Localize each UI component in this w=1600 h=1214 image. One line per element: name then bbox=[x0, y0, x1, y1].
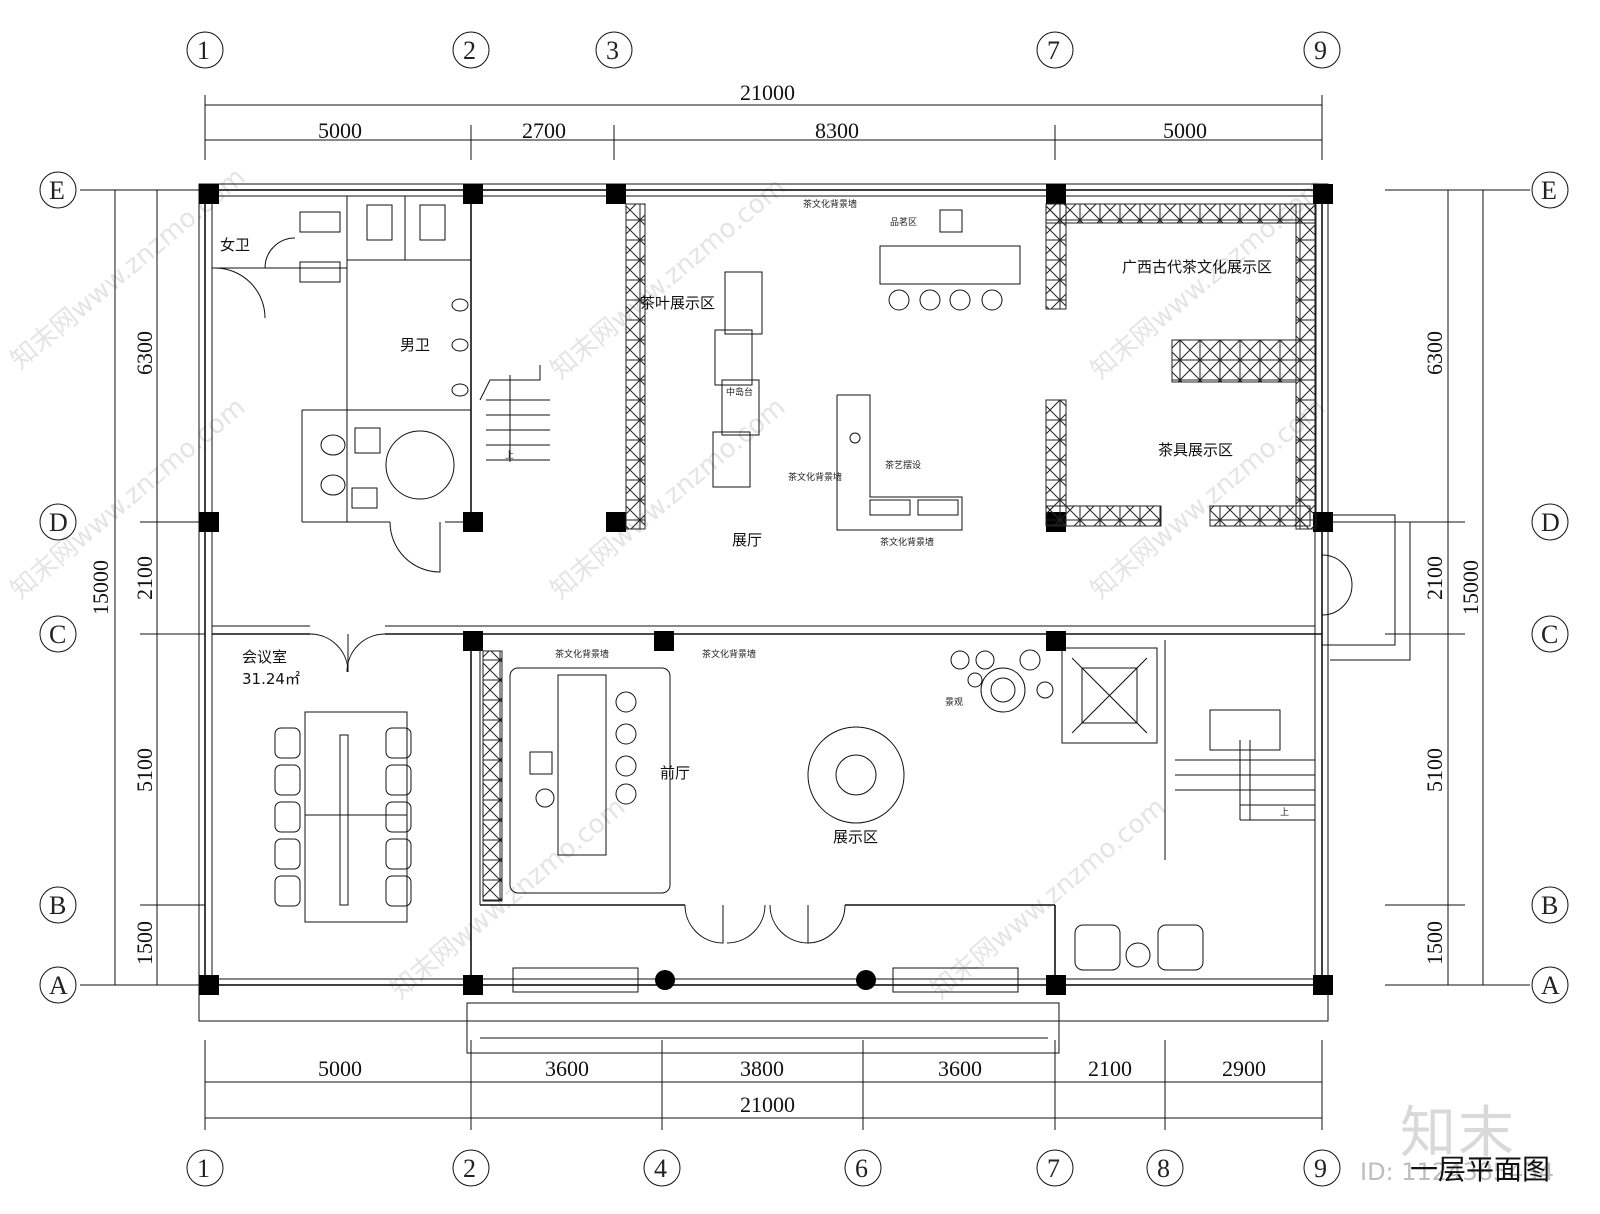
bottom-dim-2: 3600 bbox=[545, 1056, 589, 1081]
room-labels: 女卫 男卫 茶叶展示区 中岛台 茶文化背景墙 品茗区 广西古代茶文化展示区 茶具… bbox=[220, 198, 1289, 846]
top-dim-1: 5000 bbox=[318, 118, 362, 143]
label-tea-wall-front2: 茶文化背景墙 bbox=[702, 648, 756, 660]
label-tea-wall-top: 茶文化背景墙 bbox=[803, 198, 857, 210]
right-dim-4: 1500 bbox=[1422, 921, 1447, 965]
axis-top-3: 3 bbox=[606, 36, 619, 65]
watermark-4: 知末网www.znzmo.com bbox=[5, 392, 251, 605]
axis-top-7: 7 bbox=[1047, 36, 1060, 65]
right-dim-3: 5100 bbox=[1422, 748, 1447, 792]
right-dimensions: 6300 2100 5100 1500 15000 E D C B A bbox=[1385, 171, 1569, 1004]
label-tea-wall-side: 茶文化背景墙 bbox=[788, 471, 842, 483]
bottom-dim-4: 3600 bbox=[938, 1056, 982, 1081]
label-guangxi-tea-culture: 广西古代茶文化展示区 bbox=[1122, 258, 1272, 276]
right-total-dim: 15000 bbox=[1458, 560, 1483, 615]
bottom-dimensions: 5000 3600 3800 3600 2100 2900 21000 1 2 … bbox=[186, 1040, 1341, 1187]
watermark-8: 知末网www.znzmo.com bbox=[925, 792, 1171, 1005]
axis-bottom-8: 8 bbox=[1157, 1154, 1170, 1183]
label-tea-wall-front1: 茶文化背景墙 bbox=[555, 648, 609, 660]
axis-bottom-6: 6 bbox=[855, 1154, 868, 1183]
left-dim-1: 6300 bbox=[132, 331, 157, 375]
display-walls bbox=[482, 203, 1317, 902]
label-tea-art: 茶艺摆设 bbox=[885, 459, 921, 471]
axis-bottom-7: 7 bbox=[1047, 1154, 1060, 1183]
left-total-dim: 15000 bbox=[88, 560, 113, 615]
columns bbox=[199, 184, 1333, 995]
right-dim-1: 6300 bbox=[1422, 331, 1447, 375]
top-dim-4: 5000 bbox=[1163, 118, 1207, 143]
bottom-dim-5: 2100 bbox=[1088, 1056, 1132, 1081]
watermark-6: 知末网www.znzmo.com bbox=[1085, 392, 1331, 605]
axis-top-1: 1 bbox=[197, 36, 210, 65]
axis-bottom-1: 1 bbox=[197, 1154, 210, 1183]
top-dim-2: 2700 bbox=[522, 118, 566, 143]
watermark-7: 知末网www.znzmo.com bbox=[385, 792, 631, 1005]
label-tea-leaf-display: 茶叶展示区 bbox=[640, 294, 715, 312]
walls bbox=[198, 183, 1411, 1054]
label-display-area: 展示区 bbox=[833, 828, 878, 846]
label-womens-wc: 女卫 bbox=[220, 236, 250, 254]
label-stair-up-1: 上 bbox=[505, 450, 514, 461]
watermarks: 知末网www.znzmo.com 知末网www.znzmo.com 知末网www… bbox=[5, 162, 1331, 1005]
label-meeting-area: 31.24㎡ bbox=[242, 670, 300, 688]
axis-right-E: E bbox=[1541, 176, 1557, 205]
label-elder-area: 品茗区 bbox=[890, 217, 917, 228]
axis-left-A: A bbox=[49, 971, 68, 1000]
axis-left-D: D bbox=[49, 508, 68, 537]
drawing-id: ID: 1124385434 bbox=[1360, 1158, 1554, 1186]
axis-left-E: E bbox=[49, 176, 65, 205]
furniture bbox=[274, 196, 1204, 993]
label-teaware-display: 茶具展示区 bbox=[1158, 441, 1233, 459]
top-total-dim: 21000 bbox=[740, 80, 795, 105]
bottom-dim-6: 2900 bbox=[1222, 1056, 1266, 1081]
drawing-title: 一层平面图 bbox=[1410, 1153, 1551, 1186]
axis-left-B: B bbox=[49, 891, 66, 920]
bottom-dim-3: 3800 bbox=[740, 1056, 784, 1081]
label-front-hall: 前厅 bbox=[660, 764, 690, 782]
axis-bottom-2: 2 bbox=[463, 1154, 476, 1183]
axis-right-B: B bbox=[1541, 891, 1558, 920]
doors bbox=[214, 237, 1353, 944]
left-dim-4: 1500 bbox=[132, 921, 157, 965]
left-dim-3: 5100 bbox=[132, 748, 157, 792]
axis-top-2: 2 bbox=[463, 36, 476, 65]
brand-logo: 知末 bbox=[1400, 1101, 1516, 1166]
bottom-total-dim: 21000 bbox=[740, 1092, 795, 1117]
axis-top-9: 9 bbox=[1314, 36, 1327, 65]
top-dimensions: 21000 5000 2700 8300 5000 1 2 3 7 9 bbox=[186, 31, 1341, 160]
left-dimensions: 6300 2100 5100 1500 15000 E D C B A bbox=[39, 171, 205, 1004]
axis-bottom-9: 9 bbox=[1314, 1154, 1327, 1183]
axis-right-D: D bbox=[1541, 508, 1560, 537]
axis-right-A: A bbox=[1541, 971, 1560, 1000]
label-exhibition-hall: 展厅 bbox=[732, 531, 762, 549]
watermark-5: 知末网www.znzmo.com bbox=[545, 392, 791, 605]
watermark-2: 知末网www.znzmo.com bbox=[545, 172, 791, 385]
label-center-island: 中岛台 bbox=[726, 386, 753, 398]
right-dim-2: 2100 bbox=[1422, 556, 1447, 600]
label-tea-wall-bottom: 茶文化背景墙 bbox=[880, 536, 934, 548]
axis-bottom-4: 4 bbox=[654, 1154, 667, 1183]
bottom-dim-1: 5000 bbox=[318, 1056, 362, 1081]
axis-right-C: C bbox=[1541, 620, 1558, 649]
label-mens-wc: 男卫 bbox=[400, 336, 430, 354]
left-dim-2: 2100 bbox=[132, 556, 157, 600]
label-landscape: 景观 bbox=[945, 697, 963, 708]
label-stair-up-2: 上 bbox=[1280, 807, 1289, 818]
top-dim-3: 8300 bbox=[815, 118, 859, 143]
axis-left-C: C bbox=[49, 620, 66, 649]
label-meeting-room: 会议室 bbox=[242, 648, 287, 666]
